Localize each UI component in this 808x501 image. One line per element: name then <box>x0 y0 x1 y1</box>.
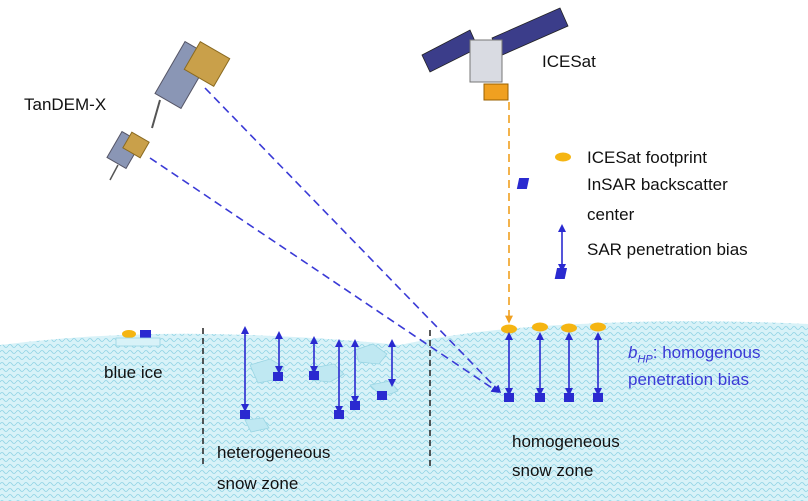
heterogeneous-backscatter-centers <box>240 371 387 419</box>
icesat-satellite <box>421 7 569 101</box>
homogenous-bias-annotation-2: penetration bias <box>628 370 749 389</box>
heterogeneous-bias-arrows <box>241 326 396 414</box>
legend-backscatter-label-1: InSAR backscatter <box>587 175 728 194</box>
homogeneous-backscatter-centers <box>504 393 603 402</box>
icesat-label: ICESat <box>542 52 596 71</box>
b-subscript: HP <box>637 353 653 366</box>
legend-backscatter-label-2: center <box>587 205 635 224</box>
b-rest: : homogenous <box>652 343 761 362</box>
homogeneous-label-2: snow zone <box>512 461 594 480</box>
legend-bias-center <box>554 268 568 279</box>
blue-ice-patch <box>115 337 161 347</box>
homogeneous-footprints <box>501 322 606 334</box>
tandem-satellite-small <box>106 130 150 181</box>
b-symbol: b <box>628 343 638 362</box>
blue-ice-footprint <box>122 330 136 338</box>
tandem-los-2 <box>149 157 500 393</box>
homogenous-bias-annotation: bHP: homogenous <box>628 343 761 369</box>
legend-footprint-icon <box>555 152 571 162</box>
homogeneous-bias-arrows <box>505 332 602 396</box>
blue-ice-label: blue ice <box>104 363 163 382</box>
legend-bias-label: SAR penetration bias <box>587 240 748 259</box>
tandem-label: TanDEM-X <box>24 95 107 114</box>
heterogeneous-label-1: heterogeneous <box>217 443 331 462</box>
tandem-satellite-large <box>151 40 231 129</box>
legend-footprint-label: ICESat footprint <box>587 148 708 167</box>
homogeneous-label-1: homogeneous <box>512 432 620 451</box>
tandem-los-1 <box>204 87 502 394</box>
heterogeneous-label-2: snow zone <box>217 474 299 493</box>
legend-backscatter-icon <box>516 178 530 189</box>
snow-surface <box>0 321 808 501</box>
blue-ice-center <box>140 330 151 338</box>
